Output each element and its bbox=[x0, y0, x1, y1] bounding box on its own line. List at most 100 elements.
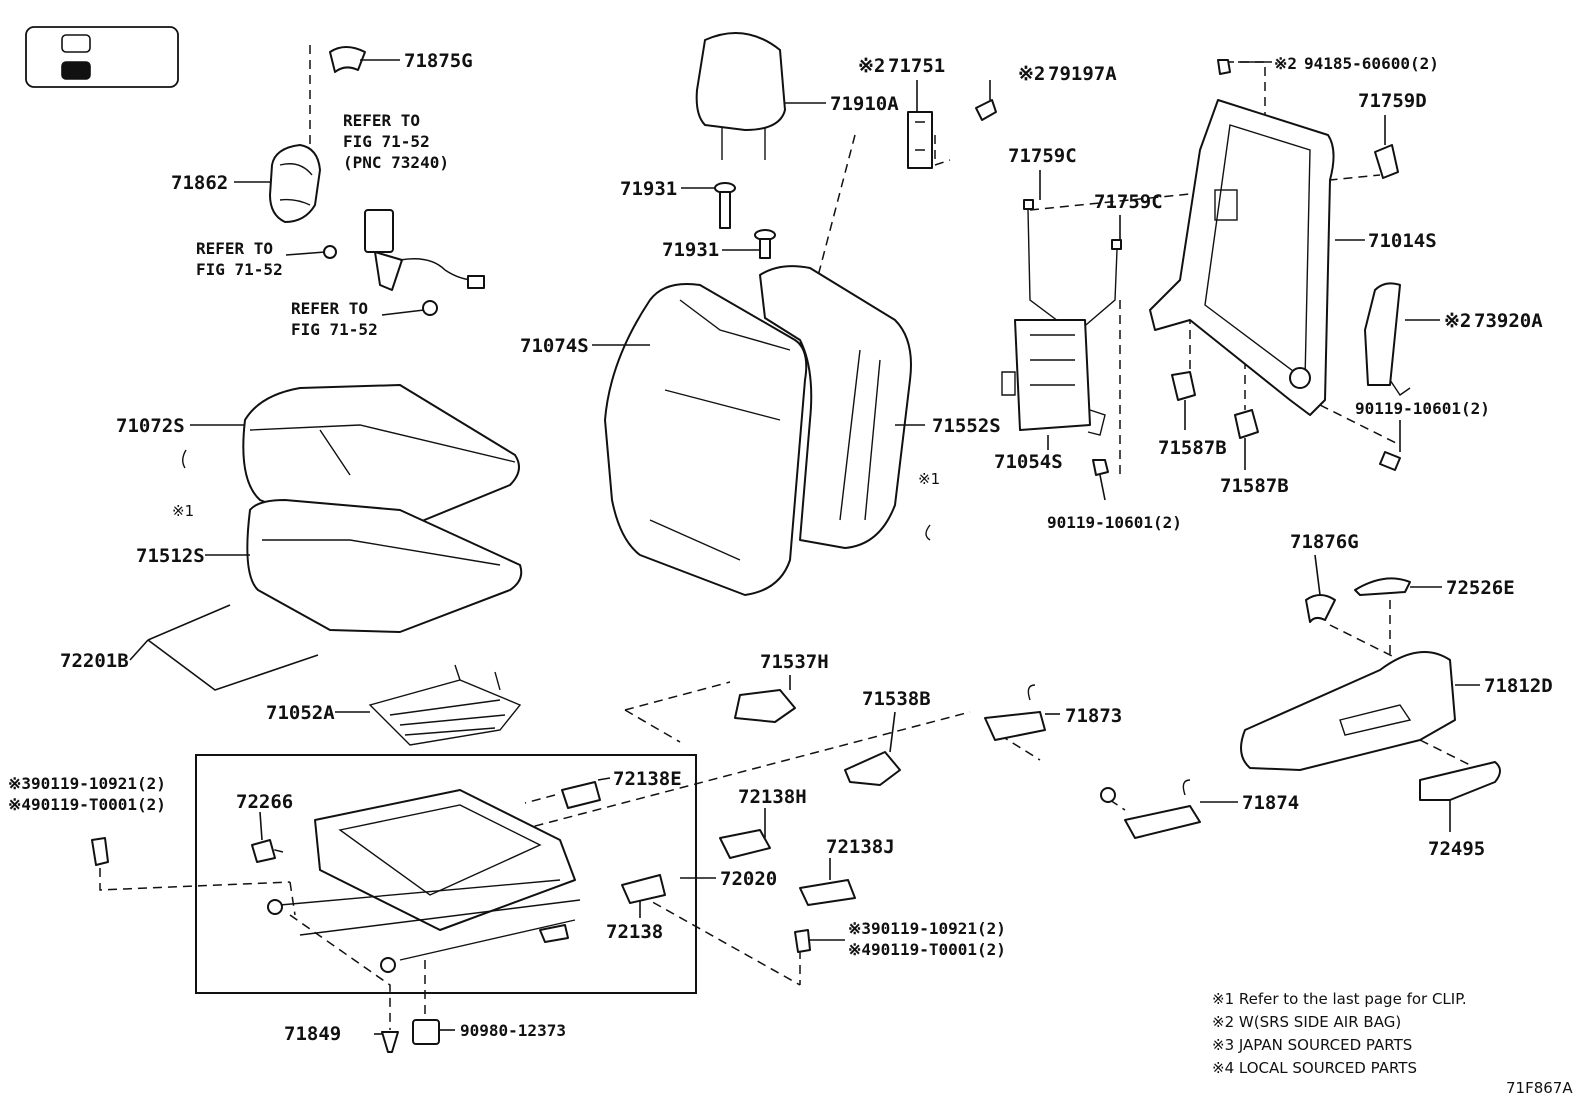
part-72495-cover[interactable] bbox=[1419, 761, 1501, 801]
label-90119-10601-center[interactable]: 90119-10601(2) bbox=[1047, 513, 1182, 532]
part-71537H-bracket[interactable] bbox=[734, 689, 796, 723]
label-71849[interactable]: 71849 bbox=[284, 1023, 341, 1045]
label-72266[interactable]: 72266 bbox=[236, 791, 293, 813]
label-71910A[interactable]: 71910A bbox=[830, 93, 899, 115]
part-71538B-bracket[interactable] bbox=[844, 751, 901, 786]
part-seat-belt-buckle[interactable] bbox=[323, 209, 485, 316]
track-assembly-box bbox=[195, 754, 697, 994]
label-71072S[interactable]: 71072S bbox=[116, 415, 185, 437]
legend-filled-mark bbox=[61, 61, 91, 80]
part-71812D-shield[interactable] bbox=[1240, 651, 1456, 771]
label-71587B-left[interactable]: 71587B bbox=[1158, 437, 1227, 459]
label-mid-bolt-local[interactable]: ※490119-T0001(2) bbox=[848, 940, 1006, 959]
footnote-3: ※3 JAPAN SOURCED PARTS bbox=[1212, 1036, 1412, 1054]
part-71862[interactable] bbox=[269, 144, 321, 223]
label-79197A-mark: ※2 bbox=[1018, 63, 1045, 85]
label-71931-lower[interactable]: 71931 bbox=[662, 239, 719, 261]
label-71537H[interactable]: 71537H bbox=[760, 651, 829, 673]
label-left-bolt-local[interactable]: ※490119-T0001(2) bbox=[8, 795, 166, 814]
part-90119-10601-bolts[interactable] bbox=[1092, 59, 1401, 476]
part-71931-guides[interactable] bbox=[714, 182, 776, 259]
part-71751-bracket[interactable] bbox=[907, 111, 933, 169]
label-90980-12373[interactable]: 90980-12373 bbox=[460, 1021, 566, 1040]
part-71052A-spring[interactable] bbox=[368, 664, 522, 746]
part-90980-12373-connector[interactable] bbox=[412, 1019, 440, 1045]
part-71054S-lumbar[interactable] bbox=[1001, 319, 1106, 436]
label-71759C-right[interactable]: 71759C bbox=[1094, 191, 1163, 213]
part-72020-track-frame[interactable] bbox=[267, 789, 581, 973]
label-94185-mark: ※2 bbox=[1274, 54, 1297, 73]
part-72266-clip[interactable] bbox=[251, 839, 276, 863]
label-90119-10601-right[interactable]: 90119-10601(2) bbox=[1355, 399, 1490, 418]
refer-anchor-line2[interactable]: FIG 71-52 bbox=[291, 320, 378, 339]
label-71054S[interactable]: 71054S bbox=[994, 451, 1063, 473]
part-71587B-covers[interactable] bbox=[1171, 371, 1259, 439]
part-71849-screw[interactable] bbox=[381, 1031, 399, 1053]
label-72138[interactable]: 72138 bbox=[606, 921, 663, 943]
leader-lines bbox=[129, 59, 1480, 1035]
label-71052A[interactable]: 71052A bbox=[266, 702, 335, 724]
part-71552S-back-pad[interactable] bbox=[759, 265, 912, 549]
refer-belt-line1[interactable]: REFER TO bbox=[343, 111, 420, 130]
label-71074S[interactable]: 71074S bbox=[520, 335, 589, 357]
part-71876G-cover[interactable] bbox=[1305, 594, 1336, 623]
label-71759C-left[interactable]: 71759C bbox=[1008, 145, 1077, 167]
part-71072S-cushion-cover[interactable] bbox=[242, 384, 520, 531]
footnote-1: ※1 Refer to the last page for CLIP. bbox=[1212, 990, 1467, 1008]
label-72201B[interactable]: 72201B bbox=[60, 650, 129, 672]
part-71910A-headrest[interactable] bbox=[695, 31, 786, 160]
footnotes: ※1 Refer to the last page for CLIP. ※2 W… bbox=[1212, 990, 1573, 1097]
label-71874[interactable]: 71874 bbox=[1242, 792, 1299, 814]
part-71512S-cushion-pad[interactable] bbox=[246, 499, 523, 633]
part-72138-lever-cover[interactable] bbox=[561, 781, 856, 906]
part-71873-bracket[interactable] bbox=[984, 684, 1046, 741]
legend-open-mark bbox=[61, 34, 91, 53]
label-71862[interactable]: 71862 bbox=[171, 172, 228, 194]
label-73920A[interactable]: 73920A bbox=[1474, 310, 1543, 332]
part-79197A-bolt[interactable] bbox=[975, 99, 997, 121]
refer-belt-line3[interactable]: (PNC 73240) bbox=[343, 153, 449, 172]
label-71587B-right[interactable]: 71587B bbox=[1220, 475, 1289, 497]
refer-nut-line2[interactable]: FIG 71-52 bbox=[196, 260, 283, 279]
part-star1-clips bbox=[182, 449, 931, 541]
label-72138E[interactable]: 72138E bbox=[613, 768, 682, 790]
label-71931-upper[interactable]: 71931 bbox=[620, 178, 677, 200]
footnote-4: ※4 LOCAL SOURCED PARTS bbox=[1212, 1059, 1417, 1077]
label-72138H[interactable]: 72138H bbox=[738, 786, 807, 808]
part-left-bolt[interactable] bbox=[91, 837, 109, 866]
label-71873[interactable]: 71873 bbox=[1065, 705, 1122, 727]
label-72526E[interactable]: 72526E bbox=[1446, 577, 1515, 599]
label-left-bolt-japan[interactable]: ※390119-10921(2) bbox=[8, 774, 166, 793]
label-79197A[interactable]: 79197A bbox=[1048, 63, 1117, 85]
legend-box bbox=[25, 26, 179, 88]
label-71876G[interactable]: 71876G bbox=[1290, 531, 1359, 553]
label-mid-bolt-japan[interactable]: ※390119-10921(2) bbox=[848, 919, 1006, 938]
part-71759D-clip[interactable] bbox=[1374, 144, 1399, 179]
part-71014S-frame[interactable] bbox=[1149, 99, 1335, 416]
label-71875G[interactable]: 71875G bbox=[404, 50, 473, 72]
part-72201B-wire[interactable] bbox=[147, 604, 319, 691]
footnote-2: ※2 W(SRS SIDE AIR BAG) bbox=[1212, 1013, 1401, 1031]
part-71875G[interactable] bbox=[329, 46, 366, 73]
label-71812D[interactable]: 71812D bbox=[1484, 675, 1553, 697]
part-71074S-back-cover[interactable] bbox=[604, 283, 808, 596]
figure-code: 71F867A bbox=[1506, 1079, 1573, 1097]
label-71751[interactable]: 71751 bbox=[888, 55, 945, 77]
part-71874-bracket[interactable] bbox=[1100, 779, 1201, 839]
part-mid-bolt[interactable] bbox=[794, 929, 811, 953]
label-72138J[interactable]: 72138J bbox=[826, 836, 895, 858]
label-94185-60600[interactable]: 94185-60600(2) bbox=[1304, 54, 1439, 73]
label-71759D[interactable]: 71759D bbox=[1358, 90, 1427, 112]
refer-anchor-line1[interactable]: REFER TO bbox=[291, 299, 368, 318]
refer-belt-line2[interactable]: FIG 71-52 bbox=[343, 132, 430, 151]
label-71512S[interactable]: 71512S bbox=[136, 545, 205, 567]
refer-nut-line1[interactable]: REFER TO bbox=[196, 239, 273, 258]
label-72020[interactable]: 72020 bbox=[720, 868, 777, 890]
label-71014S[interactable]: 71014S bbox=[1368, 230, 1437, 252]
part-71759C-wire[interactable] bbox=[1023, 199, 1122, 331]
label-71552S[interactable]: 71552S bbox=[932, 415, 1001, 437]
part-73920A-airbag[interactable] bbox=[1364, 282, 1411, 396]
label-71538B[interactable]: 71538B bbox=[862, 688, 931, 710]
part-72526E-knob[interactable] bbox=[1354, 577, 1411, 596]
label-72495[interactable]: 72495 bbox=[1428, 838, 1485, 860]
